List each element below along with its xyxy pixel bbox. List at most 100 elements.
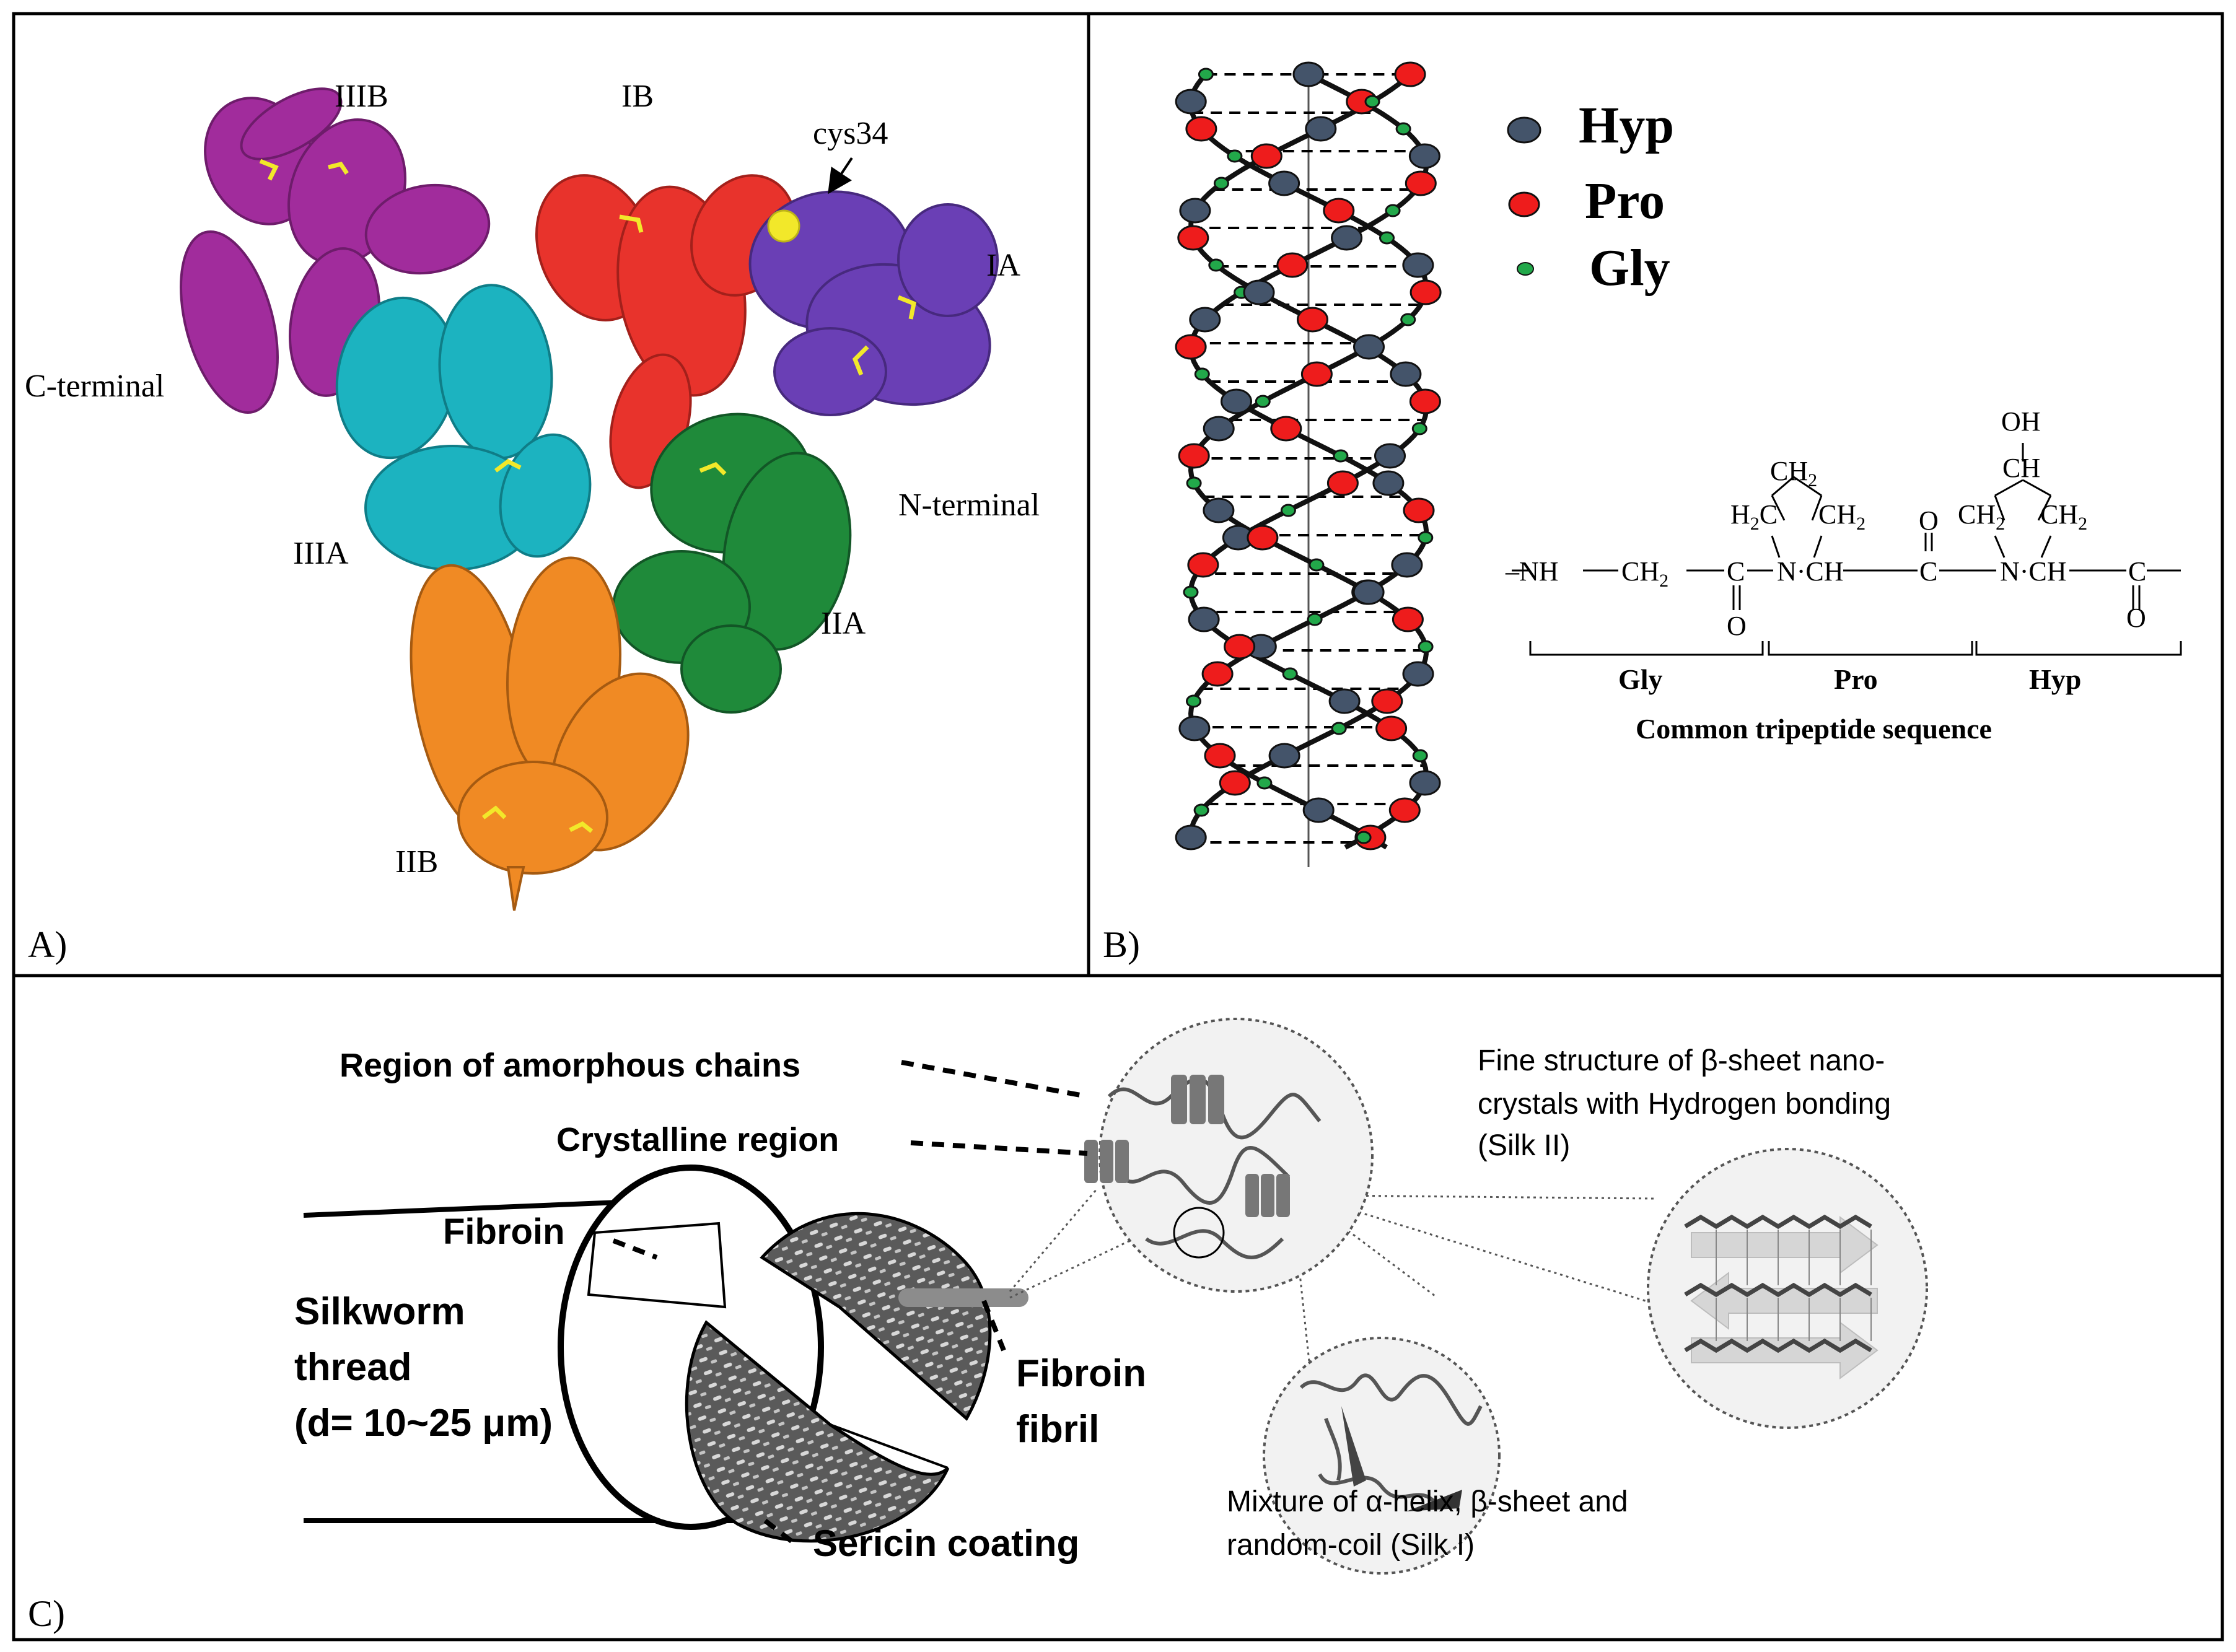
label-mixture-1: Mixture of α-helix, β-sheet and bbox=[1227, 1485, 1628, 1518]
label-silkworm-1: Silkworm bbox=[294, 1290, 465, 1333]
figure-border bbox=[12, 12, 2224, 1641]
residue-gly bbox=[1256, 776, 1273, 790]
residue-hyp bbox=[1302, 797, 1335, 823]
residue-gly bbox=[1307, 613, 1323, 626]
residue-hyp bbox=[1175, 89, 1207, 115]
residue-hyp bbox=[1328, 688, 1361, 714]
residue-hyp bbox=[1402, 252, 1434, 278]
group-hyp: Hyp bbox=[2029, 663, 2081, 695]
domain-IIIA-ribbon bbox=[335, 284, 592, 571]
label-IA: IA bbox=[986, 248, 1020, 283]
panel-a-label: A) bbox=[28, 924, 67, 965]
residue-pro bbox=[1250, 143, 1282, 169]
residue-hyp bbox=[1178, 715, 1211, 741]
silk-ii-zoom-circle bbox=[1647, 1148, 1928, 1429]
tripeptide-structure bbox=[1512, 443, 2182, 656]
legend-gly-label: Gly bbox=[1589, 239, 1670, 297]
residue-gly bbox=[1309, 558, 1325, 572]
residue-gly bbox=[1280, 504, 1296, 517]
residue-gly bbox=[1193, 803, 1209, 817]
residue-hyp bbox=[1372, 470, 1405, 496]
backbone-nh: –NH bbox=[1505, 556, 1559, 587]
residue-gly bbox=[1333, 449, 1349, 463]
backbone-n1: N·CH bbox=[1777, 556, 1844, 587]
label-fibroin-fibril-1: Fibroin bbox=[1016, 1352, 1146, 1395]
residue-gly bbox=[1395, 122, 1411, 136]
residue-gly bbox=[1411, 422, 1427, 435]
residue-hyp bbox=[1402, 661, 1434, 687]
residue-pro bbox=[1375, 715, 1408, 741]
structure-text: OH CH CH2 H2C CH2 CH2 CH2 O –NH CH2 C N·… bbox=[1505, 406, 2146, 745]
residue-gly bbox=[1183, 585, 1199, 599]
panel-b-label: B) bbox=[1103, 924, 1140, 965]
label-IIA: IIA bbox=[821, 606, 866, 641]
residue-hyp bbox=[1292, 61, 1325, 87]
label-fine-structure-2: crystals with Hydrogen bonding bbox=[1478, 1088, 1891, 1121]
legend-gly-marker bbox=[1517, 262, 1534, 276]
residue-gly bbox=[1385, 204, 1401, 217]
panel-b: Hyp Pro Gly bbox=[1103, 61, 2182, 965]
structure-caption: Common tripeptide sequence bbox=[1636, 713, 1992, 745]
residue-hyp bbox=[1353, 579, 1385, 605]
residue-pro bbox=[1219, 770, 1251, 796]
residue-gly bbox=[1186, 476, 1202, 490]
label-region-amorphous: Region of amorphous chains bbox=[340, 1047, 800, 1084]
residue-pro bbox=[1323, 198, 1355, 224]
pro-h2c: H2C bbox=[1730, 499, 1778, 534]
hyp-ch: CH bbox=[2002, 453, 2040, 483]
label-c-terminal: C-terminal bbox=[25, 369, 164, 404]
label-fine-structure-3: (Silk II) bbox=[1478, 1129, 1570, 1162]
legend: Hyp Pro Gly bbox=[1507, 97, 1674, 297]
pro-ch2-top: CH2 bbox=[1770, 456, 1817, 491]
fibroin-fibril-rod bbox=[898, 1288, 1028, 1307]
residue-hyp bbox=[1179, 198, 1211, 224]
residue-hyp bbox=[1391, 552, 1423, 578]
label-IIIA: IIIA bbox=[293, 536, 349, 571]
legend-pro-marker bbox=[1508, 191, 1540, 217]
residue-gly bbox=[1227, 149, 1243, 163]
legend-pro-label: Pro bbox=[1585, 172, 1665, 230]
residue-hyp bbox=[1268, 743, 1300, 769]
panel-c-label: C) bbox=[28, 1593, 65, 1634]
residue-gly bbox=[1208, 258, 1224, 272]
backbone-n2: N·CH bbox=[2000, 556, 2067, 587]
backbone-c2: C bbox=[1919, 556, 1937, 587]
silk-i-zoom-circle bbox=[1263, 1337, 1501, 1575]
residue-pro bbox=[1371, 688, 1403, 714]
residue-hyp bbox=[1331, 225, 1363, 251]
residue-hyp bbox=[1189, 307, 1221, 333]
residue-hyp bbox=[1221, 388, 1252, 414]
label-cys34: cys34 bbox=[813, 116, 888, 151]
residue-hyp bbox=[1243, 279, 1275, 305]
cys34-arrow bbox=[828, 157, 853, 194]
residue-pro bbox=[1300, 361, 1333, 387]
group-gly: Gly bbox=[1618, 663, 1663, 695]
residue-hyp bbox=[1188, 606, 1220, 632]
group-pro: Pro bbox=[1834, 663, 1878, 695]
label-IB: IB bbox=[621, 79, 654, 114]
residue-pro bbox=[1410, 279, 1442, 305]
legend-hyp-label: Hyp bbox=[1579, 97, 1674, 154]
disulfide-bonds bbox=[259, 159, 917, 833]
label-fibroin-fibril-2: fibril bbox=[1016, 1408, 1099, 1451]
pro-ch2-right: CH2 bbox=[1818, 499, 1866, 534]
backbone-ch2: CH2 bbox=[1621, 556, 1668, 591]
residue-pro bbox=[1185, 116, 1217, 142]
residue-pro bbox=[1394, 61, 1426, 87]
label-fibroin: Fibroin bbox=[443, 1212, 565, 1252]
residue-gly bbox=[1255, 395, 1271, 408]
residue-gly bbox=[1331, 722, 1347, 735]
leader-lines bbox=[612, 1060, 1088, 1545]
label-silkworm-3: (d= 10~25 μm) bbox=[294, 1402, 553, 1444]
backbone-c1: C bbox=[1727, 556, 1745, 587]
residue-hyp bbox=[1390, 361, 1422, 387]
label-mixture-2: random-coil (Silk I) bbox=[1227, 1529, 1475, 1562]
residue-gly bbox=[1379, 231, 1395, 245]
residue-hyp bbox=[1203, 497, 1235, 523]
residue-hyp bbox=[1409, 770, 1441, 796]
residue-pro bbox=[1175, 334, 1207, 360]
panel-c: Region of amorphous chains Crystalline r… bbox=[28, 1018, 1928, 1634]
residue-gly bbox=[1282, 667, 1298, 681]
residue-gly bbox=[1412, 749, 1428, 763]
